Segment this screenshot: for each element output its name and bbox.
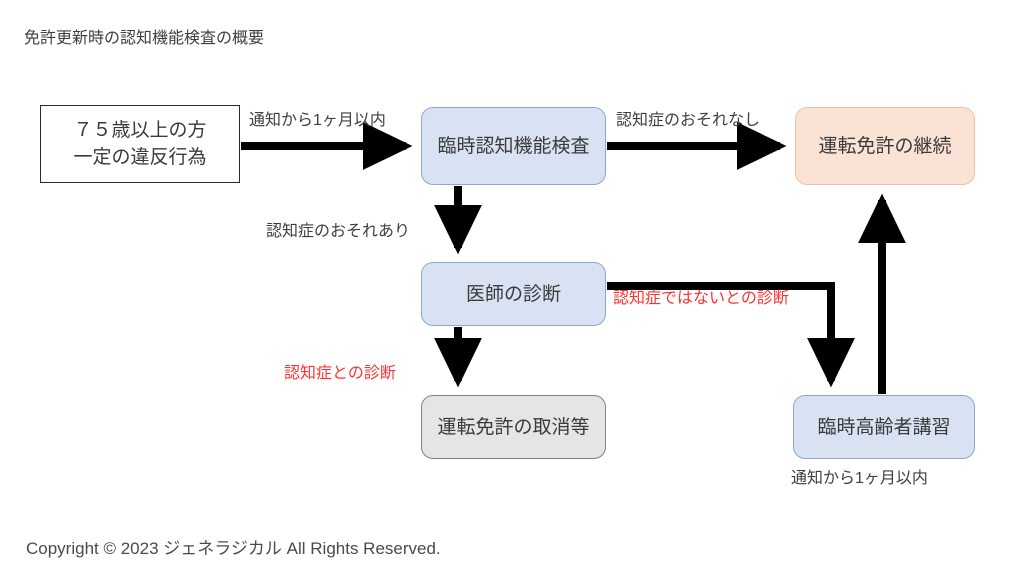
node-license-revocation[interactable]: 運転免許の取消等 xyxy=(421,395,606,459)
copyright-footer: Copyright © 2023 ジェネラジカル All Rights Rese… xyxy=(26,539,441,558)
annotation-course-timing-note: 通知から1ヶ月以内 xyxy=(791,470,928,487)
node-license-continue[interactable]: 運転免許の継続 xyxy=(795,107,975,185)
node-doctor-diagnosis[interactable]: 医師の診断 xyxy=(421,262,606,326)
node-eligibility[interactable]: ７５歳以上の方 一定の違反行為 xyxy=(40,105,240,183)
edge-label-doctor-to-revocation: 認知症との診断 xyxy=(284,365,396,382)
page-title: 免許更新時の認知機能検査の概要 xyxy=(24,30,265,47)
edge-label-test-to-doctor: 認知症のおそれあり xyxy=(266,223,411,240)
node-temp-cognitive-test[interactable]: 臨時認知機能検査 xyxy=(421,107,606,185)
node-temp-elderly-course[interactable]: 臨時高齢者講習 xyxy=(793,395,975,459)
edge-label-test-to-continue: 認知症のおそれなし xyxy=(616,112,761,129)
edge-label-doctor-to-course: 認知症ではないとの診断 xyxy=(613,290,789,307)
edge-label-eligibility-to-test: 通知から1ヶ月以内 xyxy=(249,112,386,129)
